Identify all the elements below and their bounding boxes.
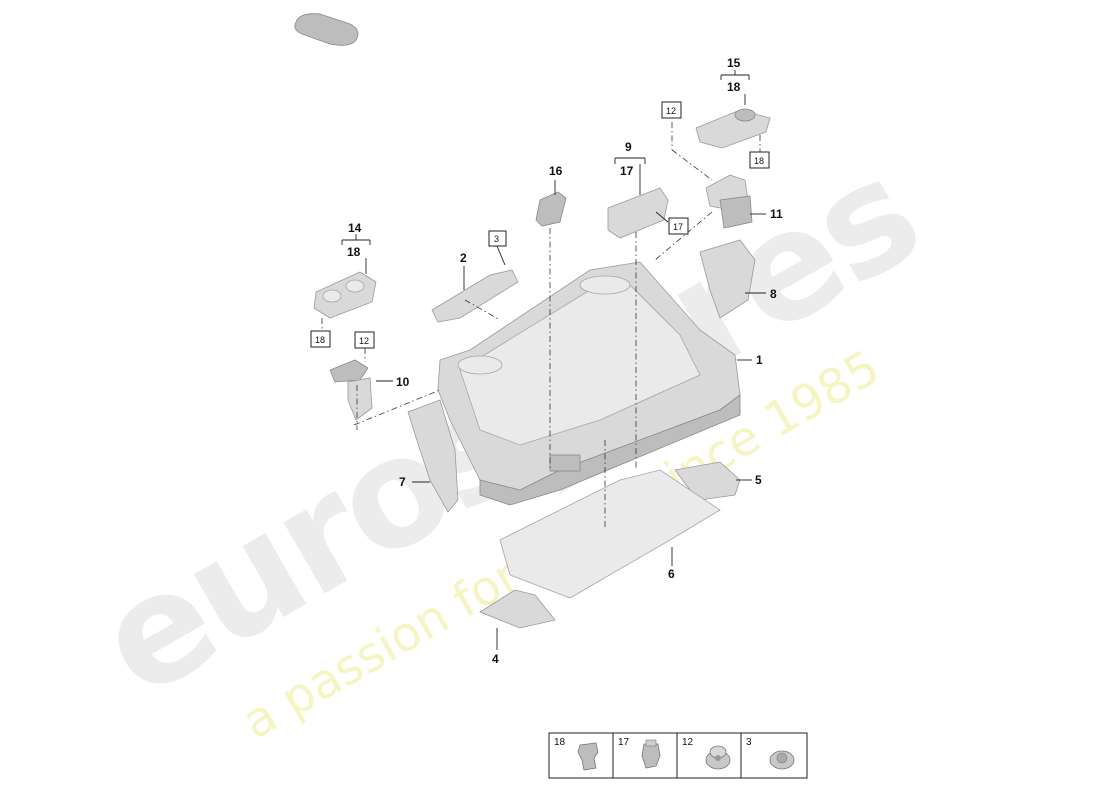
svg-text:17: 17 — [673, 222, 683, 232]
callout-7: 7 — [399, 475, 406, 489]
clip-fastener-icon — [641, 739, 661, 769]
callout-10: 10 — [396, 375, 410, 389]
legend-number-3: 3 — [746, 737, 752, 748]
floor-panel-part-6[interactable] — [499, 469, 721, 599]
svg-text:12: 12 — [666, 106, 676, 116]
callout-15: 15 — [727, 56, 741, 70]
trim-part-4[interactable] — [479, 589, 556, 629]
lamp-part-16[interactable] — [535, 191, 567, 227]
svg-text:12: 12 — [359, 336, 369, 346]
boxed-ref-18-left: 18 — [310, 330, 331, 348]
fastener-legend: 18 17 12 3 — [548, 732, 808, 779]
legend-number-18: 18 — [554, 737, 566, 748]
svg-text:18: 18 — [754, 156, 764, 166]
trim-part-8[interactable] — [699, 239, 756, 319]
cover-part-14[interactable] — [313, 271, 377, 319]
clip-fastener-icon — [577, 742, 599, 771]
callout-numbers: 1 2 4 5 6 7 8 9 10 11 14 15 16 17 18 18 — [347, 56, 783, 666]
callout-18-left: 18 — [347, 245, 361, 259]
callout-14: 14 — [348, 221, 362, 235]
leader-lines — [341, 70, 766, 650]
callout-4: 4 — [492, 652, 499, 666]
callout-9: 9 — [625, 140, 632, 154]
cover-part-15[interactable] — [695, 108, 771, 149]
callout-1: 1 — [756, 353, 763, 367]
nut-fastener-icon — [769, 750, 795, 770]
svg-text:3: 3 — [494, 234, 499, 244]
boxed-references: 3 12 12 17 18 18 — [310, 101, 770, 349]
callout-16: 16 — [549, 164, 563, 178]
legend-number-12: 12 — [682, 737, 694, 748]
bracket-part-9[interactable] — [607, 187, 669, 239]
svg-text:18: 18 — [315, 335, 325, 345]
nut-fastener-icon — [705, 745, 731, 770]
boxed-ref-12-top: 12 — [661, 101, 682, 119]
boxed-ref-18-top: 18 — [749, 151, 770, 169]
callout-5: 5 — [755, 473, 762, 487]
assembly-lines — [321, 122, 761, 530]
callout-17: 17 — [620, 164, 634, 178]
boxed-ref-12-left: 12 — [354, 331, 375, 349]
trim-part-2[interactable] — [431, 269, 519, 323]
legend-number-17: 17 — [618, 737, 630, 748]
callout-8: 8 — [770, 287, 777, 301]
boxed-ref-3: 3 — [488, 230, 507, 247]
trim-part-7[interactable] — [407, 399, 459, 513]
boxed-ref-17: 17 — [668, 217, 689, 235]
trunk-lining-part-1[interactable] — [437, 261, 741, 506]
rubber-plug-part — [294, 13, 359, 46]
callout-11: 11 — [770, 207, 783, 221]
bracket-part-10[interactable] — [329, 359, 373, 421]
callout-18-top: 18 — [727, 80, 741, 94]
callout-2: 2 — [460, 251, 467, 265]
bracket-part-11[interactable] — [705, 174, 753, 229]
callout-6: 6 — [668, 567, 675, 581]
